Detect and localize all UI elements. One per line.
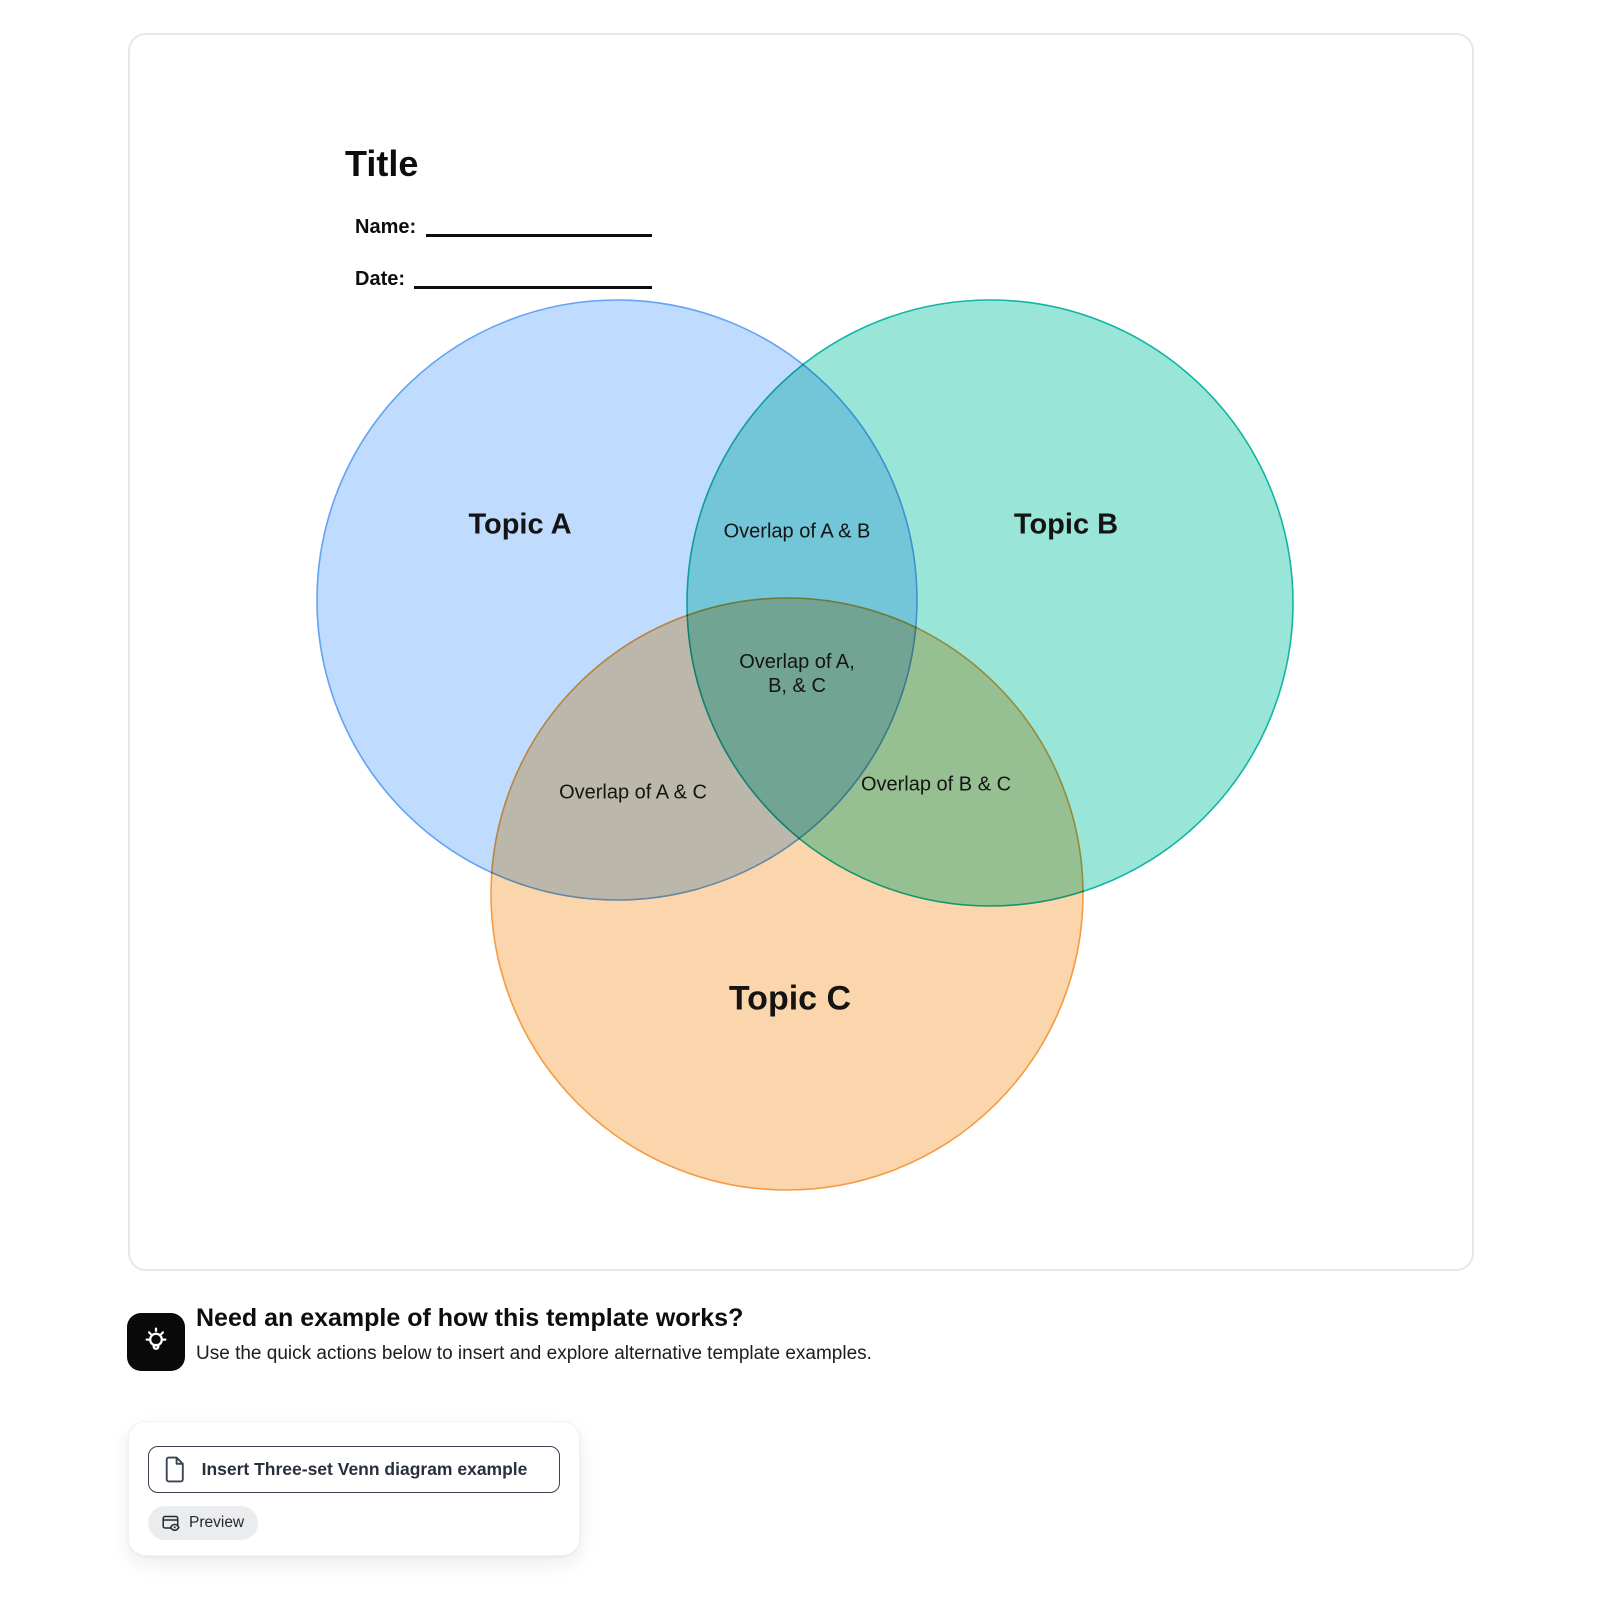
topic-c-label: Topic C <box>728 979 852 1018</box>
topic-b-label: Topic B <box>1013 508 1119 541</box>
overlap-ab-label: Overlap of A & B <box>723 520 871 543</box>
date-field-label: Date: <box>355 268 406 290</box>
overlap-abc-label: Overlap of A, B, & C <box>739 650 855 698</box>
name-blank-line <box>426 234 652 237</box>
page-title: Title <box>345 143 419 184</box>
lightbulb-icon <box>127 1313 185 1371</box>
overlap-ac-label: Overlap of A & C <box>559 781 707 804</box>
name-field-label: Name: <box>355 216 417 238</box>
document-icon <box>164 1456 185 1483</box>
overlap-abc-line1: Overlap of A, <box>739 651 855 673</box>
tip-subtext: Use the quick actions below to insert an… <box>196 1343 872 1364</box>
date-blank-line <box>414 286 652 289</box>
insert-example-button-label: Insert Three-set Venn diagram example <box>201 1459 528 1479</box>
preview-chip[interactable]: Preview <box>148 1506 259 1540</box>
insert-example-button[interactable]: Insert Three-set Venn diagram example <box>148 1446 560 1493</box>
tip-heading: Need an example of how this template wor… <box>196 1304 744 1332</box>
topic-a-label: Topic A <box>468 508 572 541</box>
overlap-abc-line2: B, & C <box>768 675 826 697</box>
overlap-bc-label: Overlap of B & C <box>860 773 1012 796</box>
preview-icon <box>162 1515 181 1532</box>
preview-chip-label: Preview <box>189 1514 245 1531</box>
topic-c-circle <box>490 597 1084 1191</box>
